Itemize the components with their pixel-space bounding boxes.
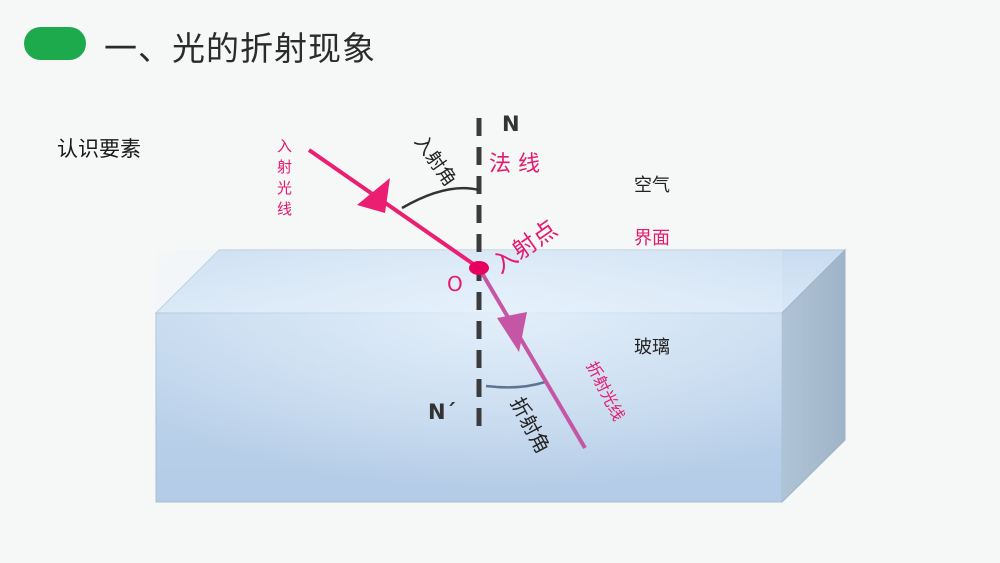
normal-line-label: 法 线: [489, 152, 540, 177]
point-o-label: O: [447, 272, 463, 296]
incident-angle-arc: [401, 186, 480, 210]
glass-label: 玻璃: [634, 337, 670, 358]
incident-angle-label: 入射角: [410, 131, 461, 190]
incident-arrowhead: [357, 178, 390, 213]
incident-ray-label: 入射光线: [275, 138, 293, 222]
section-badge: [24, 27, 86, 60]
section-subtitle: 认识要素: [57, 137, 141, 161]
page-title: 一、光的折射现象: [104, 29, 376, 68]
air-label: 空气: [634, 175, 670, 196]
incidence-point-dot: [469, 261, 489, 275]
glass-front-glow: [156, 250, 782, 502]
refracted-ray: [477, 266, 587, 450]
incident-ray: [307, 148, 481, 270]
normal-bottom-label: N´: [428, 400, 456, 424]
refraction-angle-arc: [485, 380, 546, 389]
refracted-arrowhead: [497, 312, 527, 352]
normal-top-label: N: [502, 112, 520, 136]
interface-label: 界面: [634, 228, 670, 249]
